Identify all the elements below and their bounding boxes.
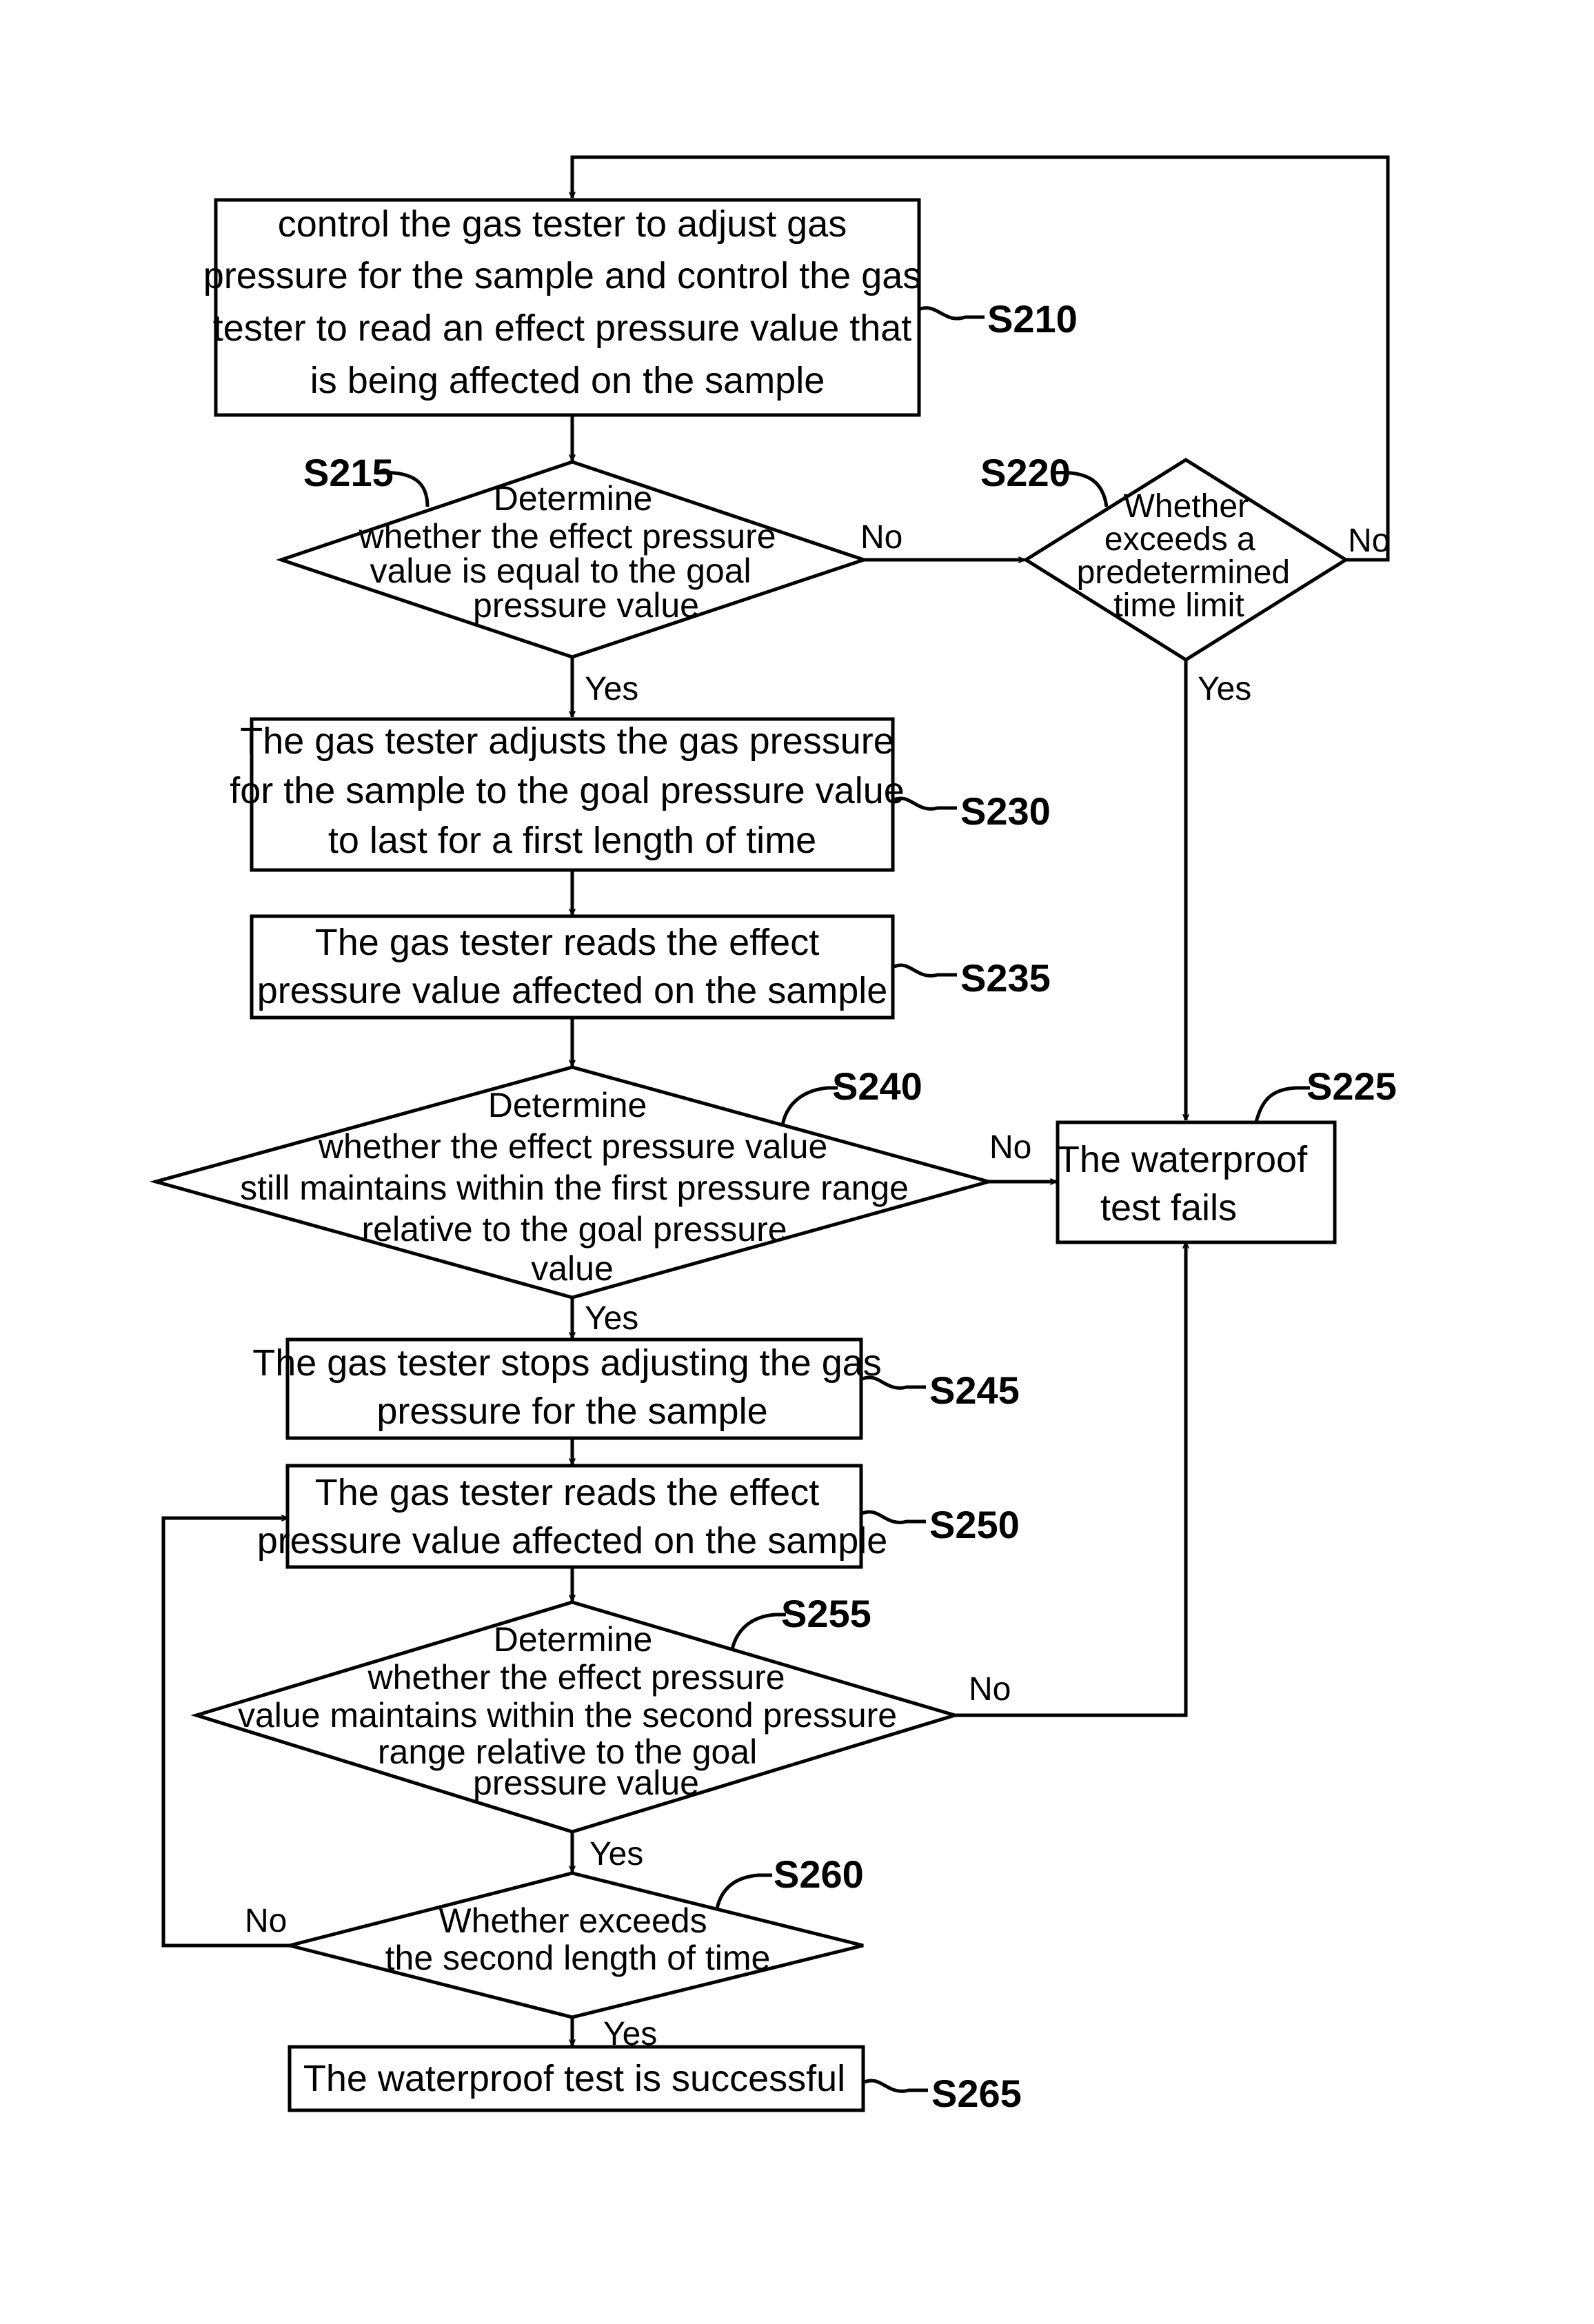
leader-s265 [865,2081,928,2091]
leader-s210 [920,308,985,319]
s235-line-2: pressure value affected on the sample [257,970,888,1011]
yes-label-s215: Yes [585,671,638,707]
no-label-s215: No [860,519,902,556]
yes-label-s255: Yes [589,1836,643,1872]
s220-line-1: Whether [1124,488,1249,525]
s250-line-1: The gas tester reads the effect [315,1472,819,1513]
no-label-s255: No [969,1671,1011,1708]
s245-line-1: The gas tester stops adjusting the gas [252,1342,882,1384]
s260-text: Whether exceeds the second length of tim… [385,1901,771,1977]
no-label-s260: No [245,1903,287,1939]
step-id-s255: S255 [781,1592,871,1635]
s240-text: Determine whether the effect pressure va… [240,1086,918,1288]
s230-line-3: to last for a first length of time [328,820,816,861]
s240-line-4: relative to the goal pressure [362,1210,787,1249]
yes-label-s240: Yes [585,1300,638,1337]
leader-s225 [1256,1088,1310,1122]
leader-s240 [783,1088,838,1125]
leader-s255 [732,1615,786,1649]
step-id-s210: S210 [987,297,1078,341]
s265-text: The waterproof test is successful [303,2058,845,2099]
no-label-s240: No [989,1129,1031,1166]
s220-line-3: predetermined [1077,554,1291,591]
arrow-s255-to-s225 [955,1242,1186,1715]
s210-line-1: control the gas tester to adjust gas [278,203,847,245]
step-id-s250: S250 [929,1503,1020,1546]
s225-line-1: The waterproof [1057,1139,1308,1180]
no-label-s220: No [1348,523,1390,559]
s210-line-4: is being affected on the sample [310,360,825,401]
step-id-s230: S230 [960,789,1051,833]
s255-line-3: value maintains within the second pressu… [238,1696,897,1735]
s215-line-3: value is equal to the goal [370,552,751,590]
s220-line-2: exceeds a [1104,521,1255,558]
s215-line-1: Determine [494,479,653,518]
s240-line-5: value [531,1249,614,1288]
s220-line-4: time limit [1113,587,1244,624]
s225-line-2: test fails [1100,1187,1237,1229]
s245-line-2: pressure for the sample [376,1391,767,1432]
s255-line-5: pressure value [473,1764,699,1802]
s250-line-2: pressure value affected on the sample [257,1520,888,1562]
s255-line-2: whether the effect pressure [367,1658,785,1697]
s255-line-1: Determine [494,1620,653,1659]
s230-line-2: for the sample to the goal pressure valu… [230,770,905,811]
yes-label-s220: Yes [1198,671,1251,707]
s240-line-3: still maintains within the first pressur… [240,1169,909,1207]
step-id-s235: S235 [960,956,1051,1000]
step-id-s225: S225 [1307,1064,1397,1108]
s240-line-2: whether the effect pressure value [318,1127,827,1166]
s215-line-4: pressure value [473,586,699,625]
s265-line-1: The waterproof test is successful [303,2058,845,2099]
step-id-s265: S265 [931,2072,1022,2115]
leader-s260 [717,1875,772,1908]
s240-line-1: Determine [488,1086,647,1124]
s255-text: Determine whether the effect pressure va… [238,1620,907,1802]
s235-line-1: The gas tester reads the effect [315,922,819,963]
s230-text: The gas tester adjusts the gas pressure … [230,720,915,861]
s260-line-2: the second length of time [385,1939,771,1977]
s230-line-1: The gas tester adjusts the gas pressure [240,720,894,762]
step-id-s260: S260 [774,1852,864,1896]
step-id-s240: S240 [832,1064,922,1108]
s210-line-3: tester to read an effect pressure value … [213,307,912,349]
s215-line-2: whether the effect pressure [359,517,776,556]
leader-s235 [894,965,957,976]
s260-line-1: Whether exceeds [439,1901,707,1940]
s210-line-2: pressure for the sample and control the … [203,255,922,296]
step-id-s245: S245 [929,1368,1020,1412]
